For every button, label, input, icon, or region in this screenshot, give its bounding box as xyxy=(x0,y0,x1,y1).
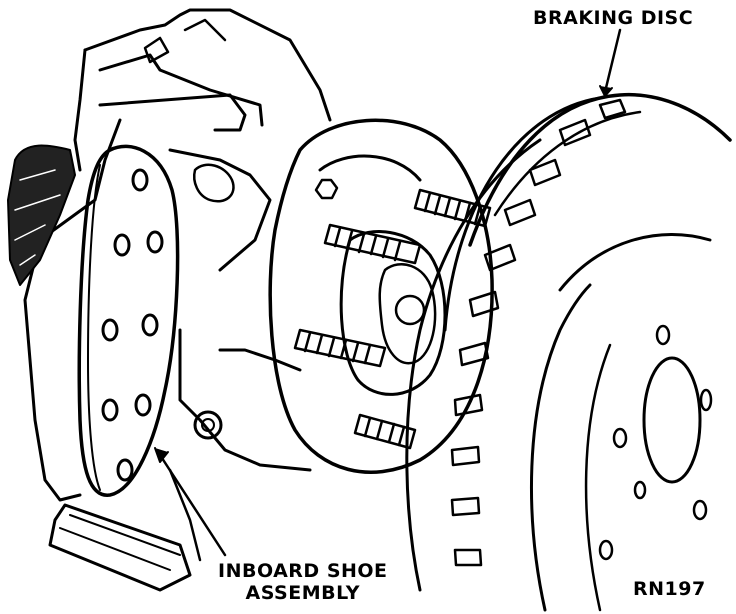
braking-disc-label: BRAKING DISC xyxy=(533,7,694,29)
wheel-stud xyxy=(293,328,387,368)
shoe-arrowhead xyxy=(154,447,169,463)
caliper-body xyxy=(23,8,332,562)
inboard-shoe-label-line1: INBOARD SHOE xyxy=(218,560,388,582)
shoe-clip xyxy=(48,503,192,592)
inboard-shoe xyxy=(77,144,180,497)
braking-disc-leader xyxy=(603,28,622,94)
hub-flange xyxy=(268,118,494,474)
inboard-shoe-label-line2: ASSEMBLY xyxy=(245,582,361,604)
leader-lines xyxy=(154,28,622,557)
caliper-shading xyxy=(7,144,76,286)
wheel-studs xyxy=(293,188,492,450)
braking-disc-arrowhead xyxy=(599,85,613,97)
disc-vents xyxy=(450,98,627,567)
shoe-leader xyxy=(158,453,227,557)
wheel-stud xyxy=(353,413,417,450)
wheel-stud xyxy=(323,223,422,265)
inboard-shoe-label: INBOARD SHOE ASSEMBLY xyxy=(218,560,388,604)
braking-disc xyxy=(405,92,732,612)
figure-code-label: RN197 xyxy=(633,578,706,600)
wheel-stud xyxy=(413,188,492,228)
